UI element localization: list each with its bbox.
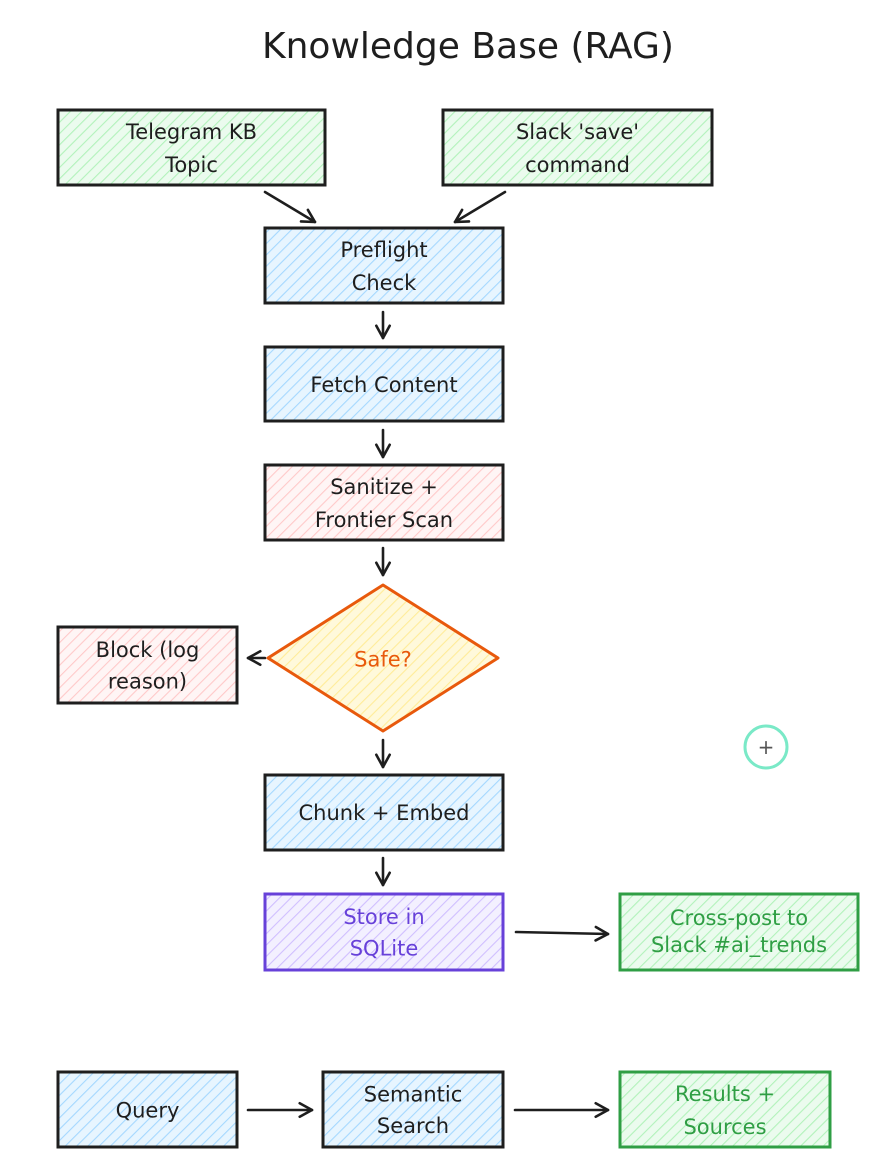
edge-semantic-to-results[interactable] xyxy=(513,1101,610,1119)
node-results[interactable]: Results + Sources xyxy=(618,1070,832,1149)
node-label: Query xyxy=(116,1098,180,1122)
node-shape xyxy=(618,892,860,972)
edge-line xyxy=(453,190,507,224)
node-query[interactable]: Query xyxy=(56,1070,239,1149)
arrowhead-icon xyxy=(298,1101,314,1119)
arrowhead-icon xyxy=(594,1101,610,1119)
node-label: Block (log xyxy=(96,638,200,662)
node-shape xyxy=(441,108,714,187)
node-label: reason) xyxy=(108,669,187,693)
crosshair-plus-icon: + xyxy=(758,735,775,759)
arrowhead-icon xyxy=(453,208,471,224)
edge-fetch-to-sanitize[interactable] xyxy=(374,428,392,459)
decision-shape xyxy=(266,583,500,733)
edge-telegram-to-preflight[interactable] xyxy=(263,190,317,224)
arrowhead-icon xyxy=(374,753,392,769)
edge-safe-to-block[interactable] xyxy=(246,649,267,667)
node-store[interactable]: Store in SQLite xyxy=(263,892,505,972)
node-shape xyxy=(56,1070,239,1149)
node-shape xyxy=(263,773,505,852)
edge-safe-to-chunk[interactable] xyxy=(374,738,392,769)
node-shape xyxy=(618,1070,832,1149)
edge-sanitize-to-safe[interactable] xyxy=(374,546,392,577)
arrowhead-icon xyxy=(246,649,262,667)
node-label: Sanitize + xyxy=(330,475,438,499)
node-shape xyxy=(263,345,505,423)
edge-line xyxy=(263,190,317,224)
arrowhead-icon xyxy=(374,443,392,459)
arrowhead-icon xyxy=(374,561,392,577)
node-crosspost[interactable]: Cross-post to Slack #ai_trends xyxy=(618,892,860,972)
arrowhead-icon xyxy=(594,925,610,942)
node-shape xyxy=(56,625,239,705)
cursor-indicator: + xyxy=(743,724,789,770)
node-sanitize[interactable]: Sanitize + Frontier Scan xyxy=(263,463,505,542)
node-shape xyxy=(321,1070,505,1149)
node-label: Preflight xyxy=(340,238,427,262)
node-label: Sources xyxy=(683,1115,766,1139)
node-label: Slack #ai_trends xyxy=(651,933,827,958)
edge-slack-save-to-preflight[interactable] xyxy=(453,190,507,224)
arrowhead-icon xyxy=(374,871,392,887)
node-slack-save[interactable]: Slack 'save' command xyxy=(441,108,714,187)
node-shape xyxy=(56,108,327,187)
node-label: Safe? xyxy=(354,647,412,671)
node-label: Search xyxy=(377,1114,449,1138)
node-label: Frontier Scan xyxy=(315,508,453,532)
node-safe[interactable]: Safe? xyxy=(266,583,500,733)
node-chunk[interactable]: Chunk + Embed xyxy=(263,773,505,852)
node-label: Fetch Content xyxy=(310,373,457,397)
node-label: Results + xyxy=(675,1082,775,1106)
diagram-title: Knowledge Base (RAG) xyxy=(262,26,674,67)
node-block[interactable]: Block (log reason) xyxy=(56,625,239,705)
arrowhead-icon xyxy=(299,208,317,224)
edge-chunk-to-store[interactable] xyxy=(374,856,392,887)
edge-query-to-semantic[interactable] xyxy=(246,1101,314,1119)
node-shape xyxy=(263,463,505,542)
node-shape xyxy=(263,892,505,972)
edge-preflight-to-fetch[interactable] xyxy=(374,310,392,340)
node-label: Telegram KB xyxy=(125,120,257,144)
node-label: Slack 'save' xyxy=(516,120,639,144)
node-label: Store in xyxy=(343,905,424,929)
node-label: Cross-post to xyxy=(670,906,808,930)
edge-store-to-crosspost[interactable] xyxy=(514,925,610,942)
node-label: Topic xyxy=(164,153,218,177)
node-label: Chunk + Embed xyxy=(298,801,469,825)
node-label: SQLite xyxy=(350,936,419,960)
node-shape xyxy=(263,226,505,305)
node-label: Check xyxy=(352,271,417,295)
node-telegram[interactable]: Telegram KB Topic xyxy=(56,108,327,187)
node-label: command xyxy=(525,153,630,177)
edges-layer xyxy=(246,190,610,1119)
arrowhead-icon xyxy=(374,324,392,340)
nodes-layer: Telegram KB Topic Slack 'save' commandPrefl… xyxy=(56,108,860,1149)
node-fetch[interactable]: Fetch Content xyxy=(263,345,505,423)
edge-line xyxy=(514,930,610,936)
node-label: Semantic xyxy=(364,1082,463,1106)
